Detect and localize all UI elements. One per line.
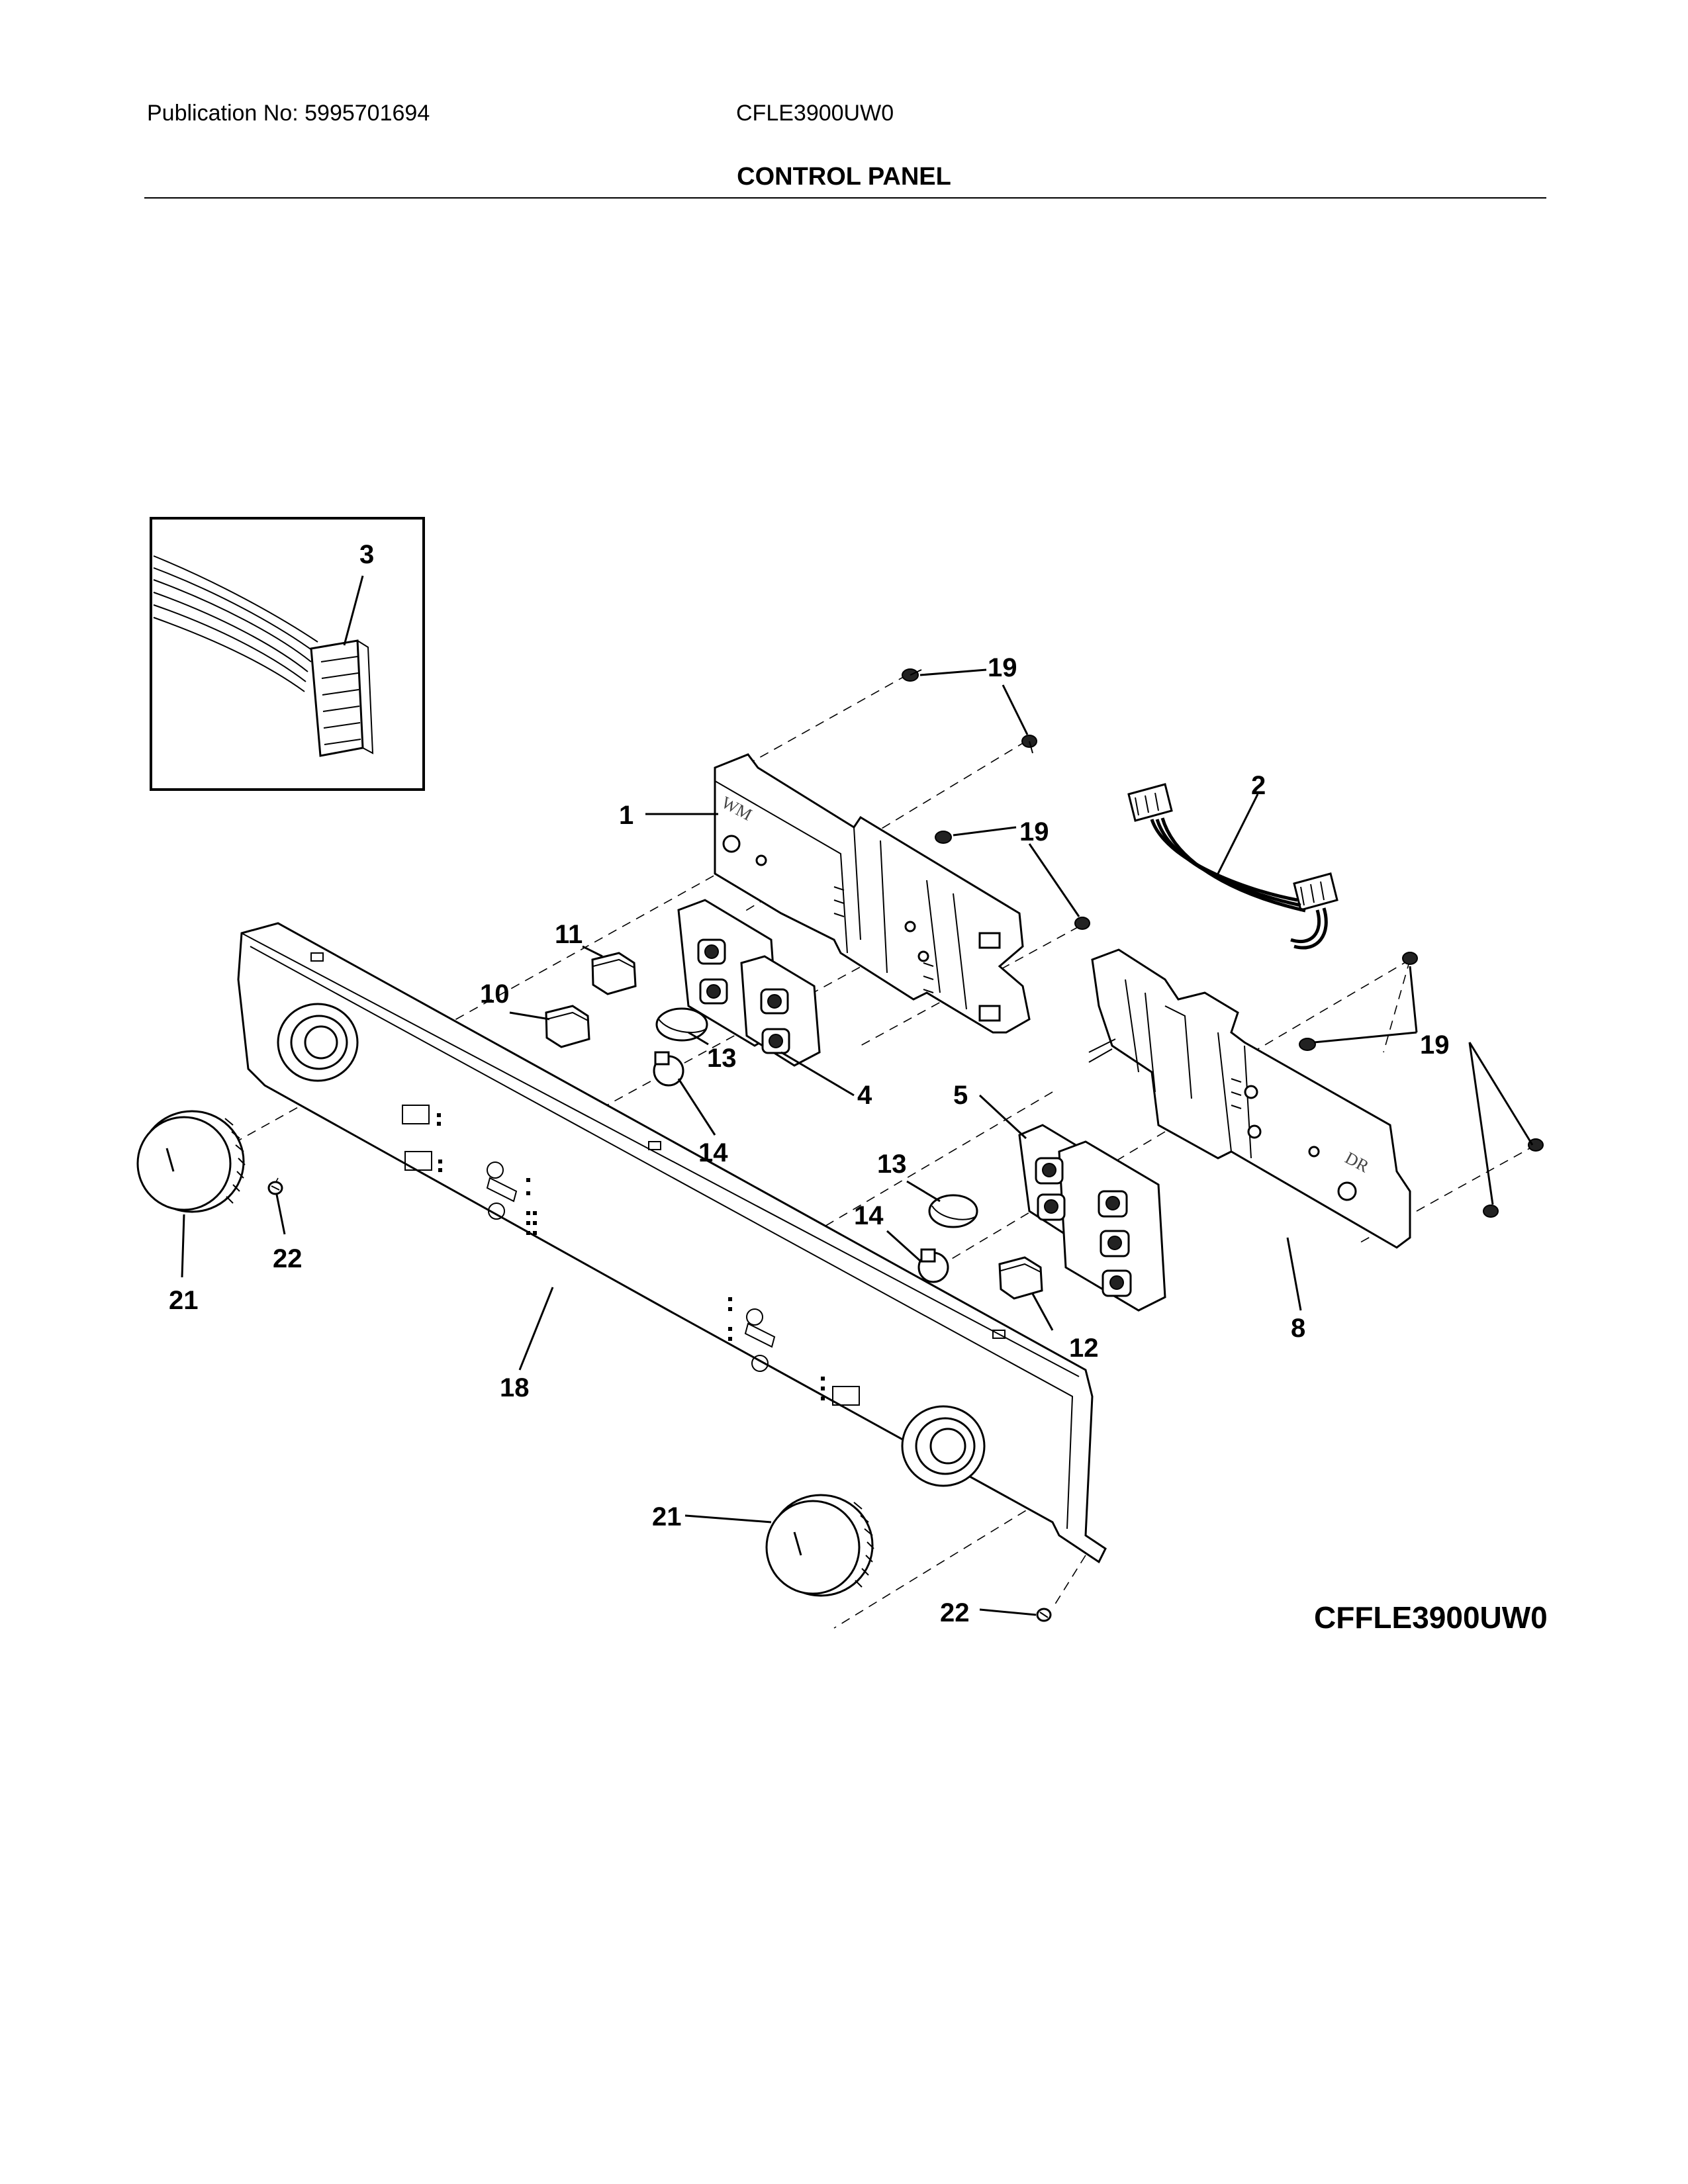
knob-21-right <box>765 1494 874 1597</box>
callout-8: 8 <box>1291 1314 1305 1343</box>
leader-lines <box>181 668 1534 1616</box>
model-number: CFLE3900UW0 <box>736 101 894 126</box>
dryer-keypad-assembly <box>1018 1124 1166 1312</box>
dryer-control-board: DR <box>1088 948 1411 1249</box>
screw-19-mid-right <box>1074 917 1090 930</box>
screw-19-top-right <box>1021 735 1037 754</box>
callout-21-right: 21 <box>652 1502 682 1531</box>
callout-19-mid: 19 <box>1019 817 1049 846</box>
inset-harness-detail <box>150 517 425 791</box>
callout-13-dryer: 13 <box>877 1150 907 1179</box>
knob-21-left <box>136 1110 246 1213</box>
callout-5: 5 <box>953 1081 968 1110</box>
screw-19-mid-left <box>935 831 952 844</box>
button-14-washer <box>653 1051 684 1087</box>
washer-control-board: WM <box>714 753 1031 1034</box>
callout-3: 3 <box>359 540 374 569</box>
callout-19-right: 19 <box>1420 1030 1450 1060</box>
callout-10: 10 <box>480 979 510 1009</box>
screw-19-right-mid <box>1299 1038 1316 1051</box>
button-10 <box>545 1005 590 1048</box>
screw-22-bottom <box>1036 1608 1052 1622</box>
callout-22-bottom: 22 <box>940 1598 970 1627</box>
wire-harness <box>1127 783 1338 950</box>
callout-13-washer: 13 <box>707 1044 737 1073</box>
button-13-dryer <box>928 1194 978 1228</box>
harness-connector <box>310 639 374 757</box>
callout-4: 4 <box>857 1081 872 1110</box>
callout-14-washer: 14 <box>698 1138 728 1167</box>
callout-11: 11 <box>555 920 583 949</box>
washer-keypad-assembly <box>677 899 821 1067</box>
header-rule <box>144 197 1546 199</box>
callout-22-left: 22 <box>273 1244 303 1273</box>
button-13-washer <box>655 1007 708 1042</box>
screw-19-top-left <box>902 668 922 682</box>
callout-21-left: 21 <box>169 1286 199 1315</box>
callout-1: 1 <box>619 801 633 830</box>
publication-number: Publication No: 5995701694 <box>147 101 430 126</box>
button-14-dryer <box>917 1248 949 1283</box>
callout-19-top: 19 <box>988 653 1017 682</box>
control-panel-console <box>237 922 1107 1564</box>
screw-19-right-bottom <box>1483 1205 1499 1218</box>
screw-19-far-right <box>1528 1138 1544 1152</box>
screw-22-left <box>267 1181 283 1195</box>
callout-14-dryer: 14 <box>854 1201 884 1230</box>
callout-2: 2 <box>1251 771 1266 800</box>
section-title: CONTROL PANEL <box>737 163 951 191</box>
diagram-reference-code: CFFLE3900UW0 <box>1314 1600 1548 1635</box>
callout-18: 18 <box>500 1373 530 1402</box>
button-11 <box>591 952 637 995</box>
callout-12: 12 <box>1069 1334 1099 1363</box>
button-12 <box>998 1256 1043 1300</box>
screw-19-right-top <box>1402 952 1418 965</box>
